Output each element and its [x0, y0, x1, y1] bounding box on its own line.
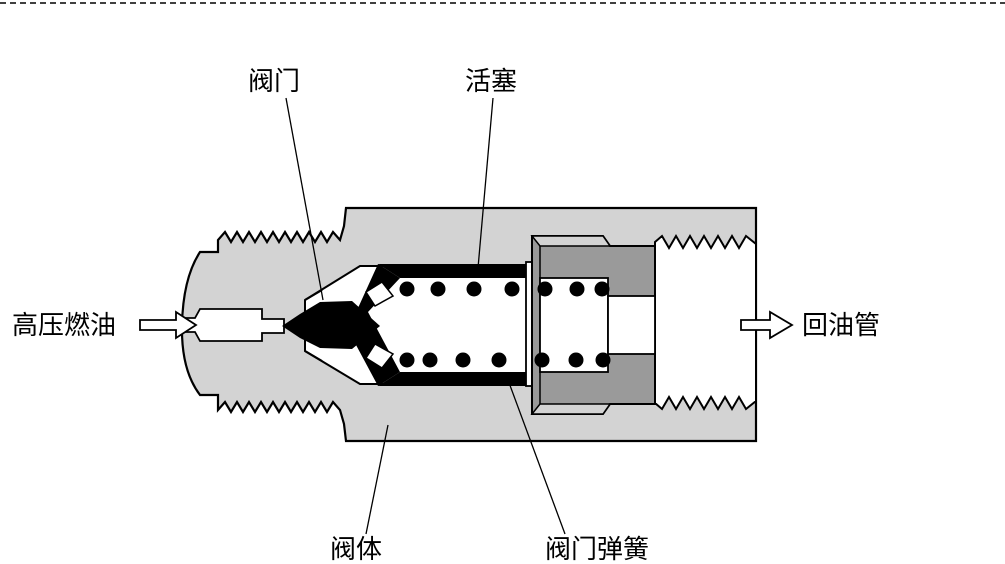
leader-valve-body: [365, 424, 389, 535]
leader-valve-spring: [507, 379, 566, 535]
valve-cone: [282, 301, 380, 349]
inlet-arrow: [139, 310, 198, 340]
outlet-arrow: [740, 310, 794, 340]
insert-step: [607, 295, 656, 355]
piston-port-upper: [364, 281, 395, 307]
label-piston: 活塞: [465, 67, 517, 97]
label-valve-body: 阀体: [330, 535, 382, 564]
piston-port-lower: [364, 343, 395, 369]
piston-sleeve-lower: [378, 372, 530, 386]
valve-seat-line: [304, 289, 323, 362]
piston-sleeve-upper: [378, 264, 530, 278]
spring-coils-lower: [399, 352, 611, 368]
leader-valve: [285, 97, 324, 301]
outlet-bore: [654, 234, 757, 411]
insert-nut-face-lower: [530, 403, 612, 415]
label-valve: 阀门: [248, 67, 300, 97]
label-valve-spring: 阀门弹簧: [545, 535, 649, 564]
inlet-channel: [181, 308, 285, 342]
label-high-pressure-fuel: 高压燃油: [12, 311, 116, 341]
spring-coils-upper: [399, 281, 610, 297]
label-return-pipe: 回油管: [802, 311, 880, 341]
insert-nut-face: [530, 235, 612, 247]
leader-piston: [477, 97, 494, 269]
